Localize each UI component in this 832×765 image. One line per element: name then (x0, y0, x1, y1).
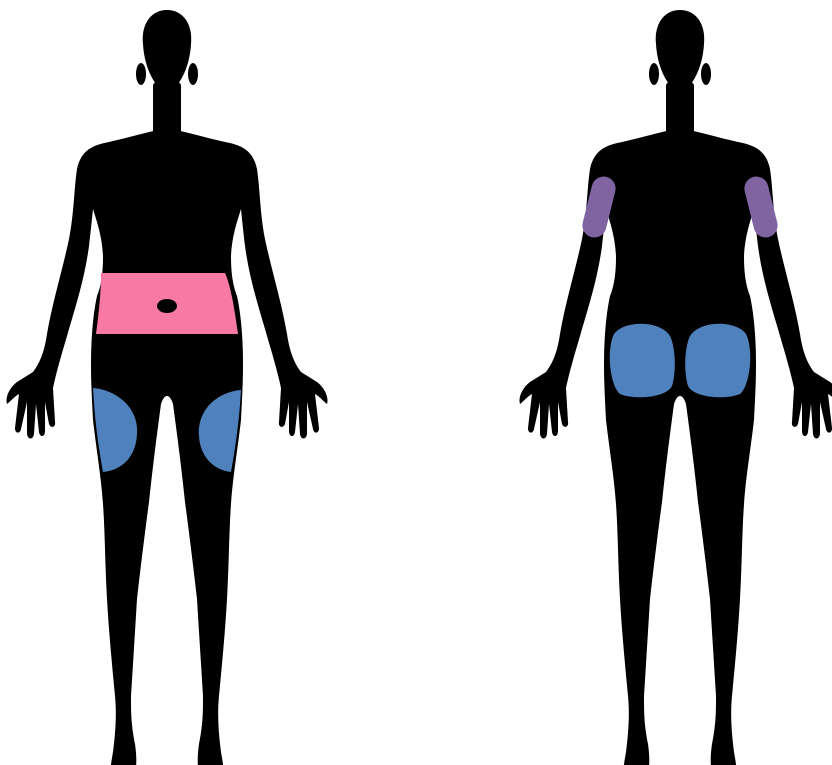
back-figure (519, 10, 832, 765)
front-silhouette (6, 10, 327, 765)
front-figure (6, 10, 327, 765)
navel-dot (157, 299, 177, 313)
back-silhouette (519, 10, 832, 765)
back-right-buttock-region (685, 324, 750, 398)
back-left-buttock-region (610, 324, 675, 398)
